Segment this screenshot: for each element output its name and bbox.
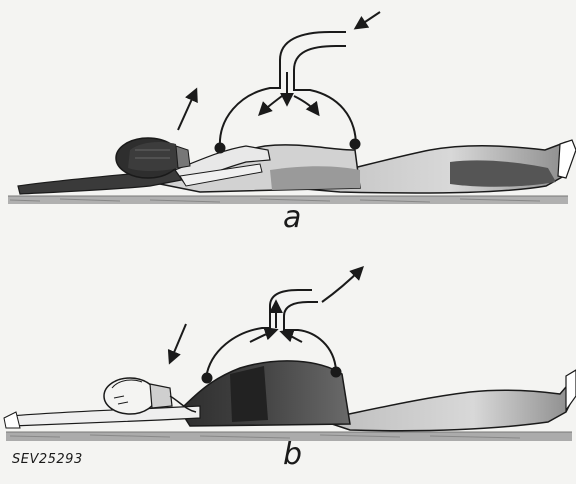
reference-code: SEV25293 <box>12 452 83 467</box>
chest-up-arrow <box>178 90 196 130</box>
chest-down-arrow <box>170 324 186 362</box>
up-arrow-right <box>282 332 302 342</box>
panel-b-figure <box>4 268 576 441</box>
down-arrow-left <box>260 96 282 114</box>
panel-label-b: b <box>283 440 302 470</box>
flow-arrows-b <box>170 268 362 362</box>
down-arrow-right <box>294 96 318 114</box>
panel-a-figure <box>8 12 576 204</box>
up-arrow-left <box>250 330 276 342</box>
panel-label-a: a <box>283 203 301 233</box>
outflow-arrow <box>322 268 362 302</box>
inflow-arrow <box>356 12 380 28</box>
body-b <box>4 361 576 431</box>
body-a <box>18 138 576 194</box>
